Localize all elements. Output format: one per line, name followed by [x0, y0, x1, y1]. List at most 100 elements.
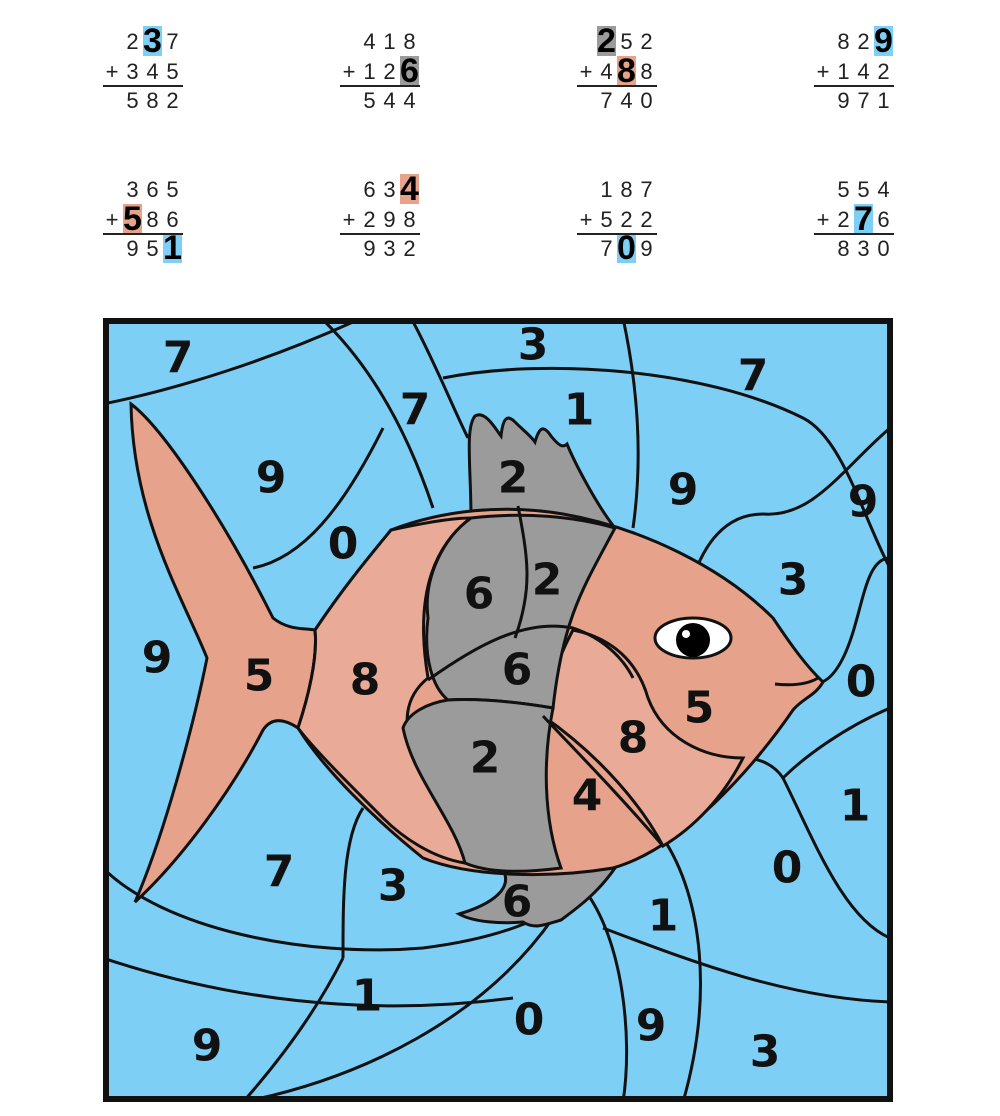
digit: 6 [363, 177, 376, 202]
region-number: 3 [518, 320, 549, 371]
missing-digit: 5 [123, 200, 142, 238]
region-number: 8 [350, 655, 381, 706]
digit: 1 [877, 88, 890, 113]
fish-pupil [676, 623, 710, 657]
region-number: 1 [564, 385, 595, 436]
digit: 8 [403, 207, 416, 232]
digit: 2 [837, 207, 850, 232]
region-number: 9 [256, 453, 287, 504]
region-number: 0 [514, 995, 545, 1046]
digit: 6 [166, 207, 179, 232]
digit: 8 [837, 236, 850, 261]
plus-sign: + [579, 59, 593, 84]
region-number: 0 [772, 843, 803, 894]
region-number: 2 [498, 453, 529, 504]
sum-rule [340, 233, 420, 235]
region-number: 9 [636, 1001, 667, 1052]
digit: 3 [126, 59, 139, 84]
missing-digit: 9 [874, 22, 893, 60]
digit: 1 [383, 29, 396, 54]
region-number: 8 [618, 713, 649, 764]
digit: 2 [126, 29, 139, 54]
region-number: 2 [470, 733, 501, 784]
digit: 5 [857, 177, 870, 202]
missing-digit: 0 [617, 229, 636, 267]
plus-sign: + [105, 59, 119, 84]
region-number: 7 [163, 333, 194, 384]
region-number: 1 [352, 971, 383, 1022]
region-number: 6 [502, 645, 533, 696]
eye-shine [682, 630, 690, 638]
digit: 9 [126, 236, 139, 261]
region-number: 7 [738, 351, 769, 402]
sum-rule [814, 85, 894, 87]
sum-rule [577, 233, 657, 235]
region-number: 0 [846, 657, 877, 708]
digit: 1 [363, 59, 376, 84]
digit: 1 [600, 177, 613, 202]
sum-rule [814, 233, 894, 235]
digit: 4 [877, 177, 890, 202]
digit: 2 [640, 207, 653, 232]
digit: 3 [126, 177, 139, 202]
digit: 8 [146, 207, 159, 232]
region-number: 9 [848, 477, 879, 528]
region-number: 9 [142, 633, 173, 684]
digit: 4 [620, 88, 633, 113]
plus-sign: + [105, 207, 119, 232]
sum-rule [103, 233, 183, 235]
digit: 7 [640, 177, 653, 202]
digit: 7 [857, 88, 870, 113]
region-number: 9 [668, 465, 699, 516]
body-lines [427, 505, 665, 847]
digit: 7 [600, 236, 613, 261]
digit: 3 [383, 177, 396, 202]
gill-band-lower [401, 698, 564, 873]
missing-digit: 2 [597, 22, 616, 60]
digit: 9 [640, 236, 653, 261]
digit: 5 [166, 177, 179, 202]
digit: 2 [383, 59, 396, 84]
digit: 2 [620, 207, 633, 232]
plus-sign: + [342, 207, 356, 232]
digit: 8 [620, 177, 633, 202]
region-number: 9 [192, 1021, 223, 1072]
digit: 2 [403, 236, 416, 261]
missing-digit: 3 [143, 22, 162, 60]
digit: 3 [857, 236, 870, 261]
region-number: 2 [532, 555, 563, 606]
region-number: 1 [648, 891, 679, 942]
digit: 2 [640, 29, 653, 54]
digit: 6 [877, 207, 890, 232]
region-number: 3 [750, 1027, 781, 1078]
region-number: 0 [328, 519, 359, 570]
sum-rule [103, 85, 183, 87]
sum-rule [340, 85, 420, 87]
region-number: 1 [840, 781, 871, 832]
region-number: 6 [464, 569, 495, 620]
color-by-number-fish: 7 3 7 7 1 9 0 2 9 9 3 6 2 6 0 9 5 8 8 5 … [103, 318, 893, 1102]
plus-sign: + [342, 59, 356, 84]
region-number: 3 [378, 861, 409, 912]
region-numbers: 7 3 7 7 1 9 0 2 9 9 3 6 2 6 0 9 5 8 8 5 … [142, 320, 879, 1078]
plus-sign: + [816, 207, 830, 232]
region-number: 5 [244, 651, 275, 702]
digit: 5 [126, 88, 139, 113]
